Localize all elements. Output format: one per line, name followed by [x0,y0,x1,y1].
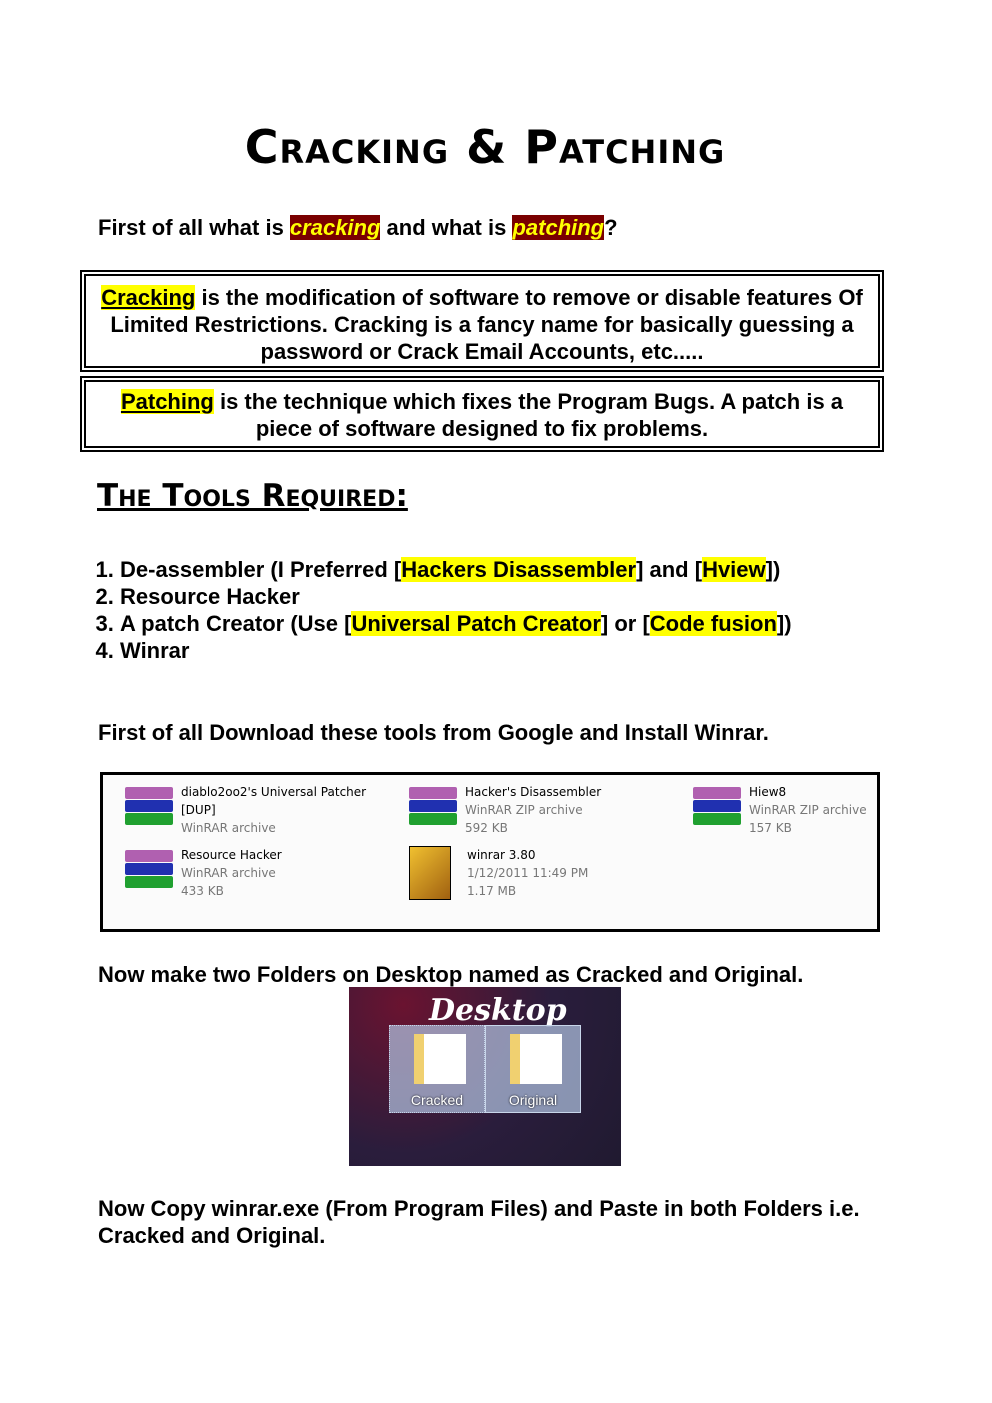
file-item[interactable]: diablo2oo2's Universal Patcher [DUP]WinR… [125,783,371,837]
highlight-patching: patching [512,215,605,240]
term-cracking: Cracking [101,285,196,310]
tools-heading: The Tools Required: [97,478,408,514]
page-title: Cracking & Patching [244,120,726,174]
definition-text: is the modification of software to remov… [110,285,863,364]
desktop-screenshot: Desktop Cracked Original [349,987,621,1166]
text: First of all what is [98,215,290,240]
definition-text: is the technique which fixes the Program… [213,389,844,441]
winrar-archive-icon [125,787,173,827]
text: and what is [380,215,513,240]
download-text: First of all Download these tools from G… [98,720,769,745]
folder-cracked[interactable]: Cracked [389,1025,485,1113]
winrar-archive-icon [693,787,741,827]
winrar-archive-icon [125,850,173,890]
term-patching: Patching [120,389,214,414]
cracking-definition-box: Cracking is the modification of software… [80,270,884,372]
list-item: Resource Hacker [120,583,792,610]
text: ? [604,215,618,240]
list-item: De-assembler (I Preferred [Hackers Disas… [120,556,792,583]
list-item: Winrar [120,637,792,664]
patching-definition-box: Patching is the technique which fixes th… [80,376,884,452]
tools-list: De-assembler (I Preferred [Hackers Disas… [80,556,792,664]
folder-icon [414,1034,466,1084]
copy-text: Now Copy winrar.exe (From Program Files)… [98,1196,860,1248]
desktop-label: Desktop [429,993,567,1028]
folder-original[interactable]: Original [485,1025,581,1113]
list-item: A patch Creator (Use [Universal Patch Cr… [120,610,792,637]
folders-text: Now make two Folders on Desktop named as… [98,962,804,987]
file-list-screenshot: diablo2oo2's Universal Patcher [DUP]WinR… [100,772,880,932]
winrar-archive-icon [409,787,457,827]
winrar-installer-icon [409,846,451,900]
highlight-cracking: cracking [289,215,381,240]
intro-question: First of all what is cracking and what i… [98,215,618,241]
folder-icon [510,1034,562,1084]
